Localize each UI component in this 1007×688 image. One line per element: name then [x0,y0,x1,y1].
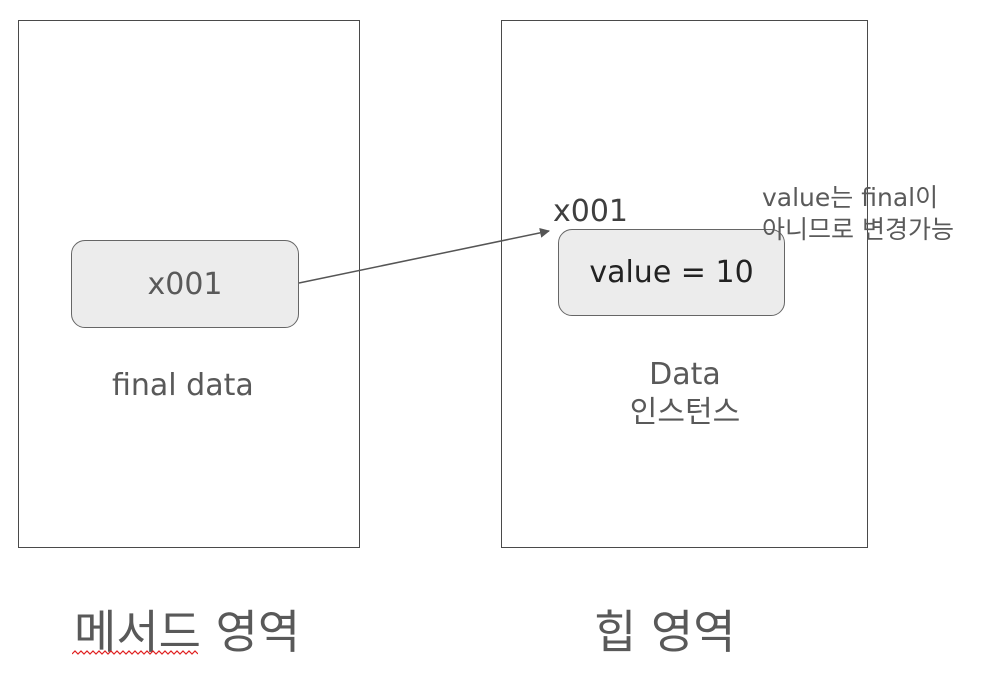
instance-field: value = 10 [589,255,754,290]
instance-address-label: x001 [553,194,629,229]
reference-box: x001 [71,240,299,328]
note-line-2: 아니므로 변경가능 [762,215,954,244]
note-label: value는 final이 아니므로 변경가능 [762,182,954,246]
instance-label: Data 인스턴스 [560,356,810,432]
spellcheck-underline [72,650,198,655]
instance-word: 인스턴스 [629,395,741,430]
spellcheck-wave [72,650,198,655]
instance-box: value = 10 [558,229,785,316]
instance-class-name: Data [649,357,721,392]
final-data-label: final data [112,368,254,403]
note-line-1: value는 final이 [762,183,939,212]
reference-value: x001 [147,266,223,302]
method-area-title: 메서드 영역 [74,605,301,659]
heap-area-title: 힙 영역 [594,605,736,659]
